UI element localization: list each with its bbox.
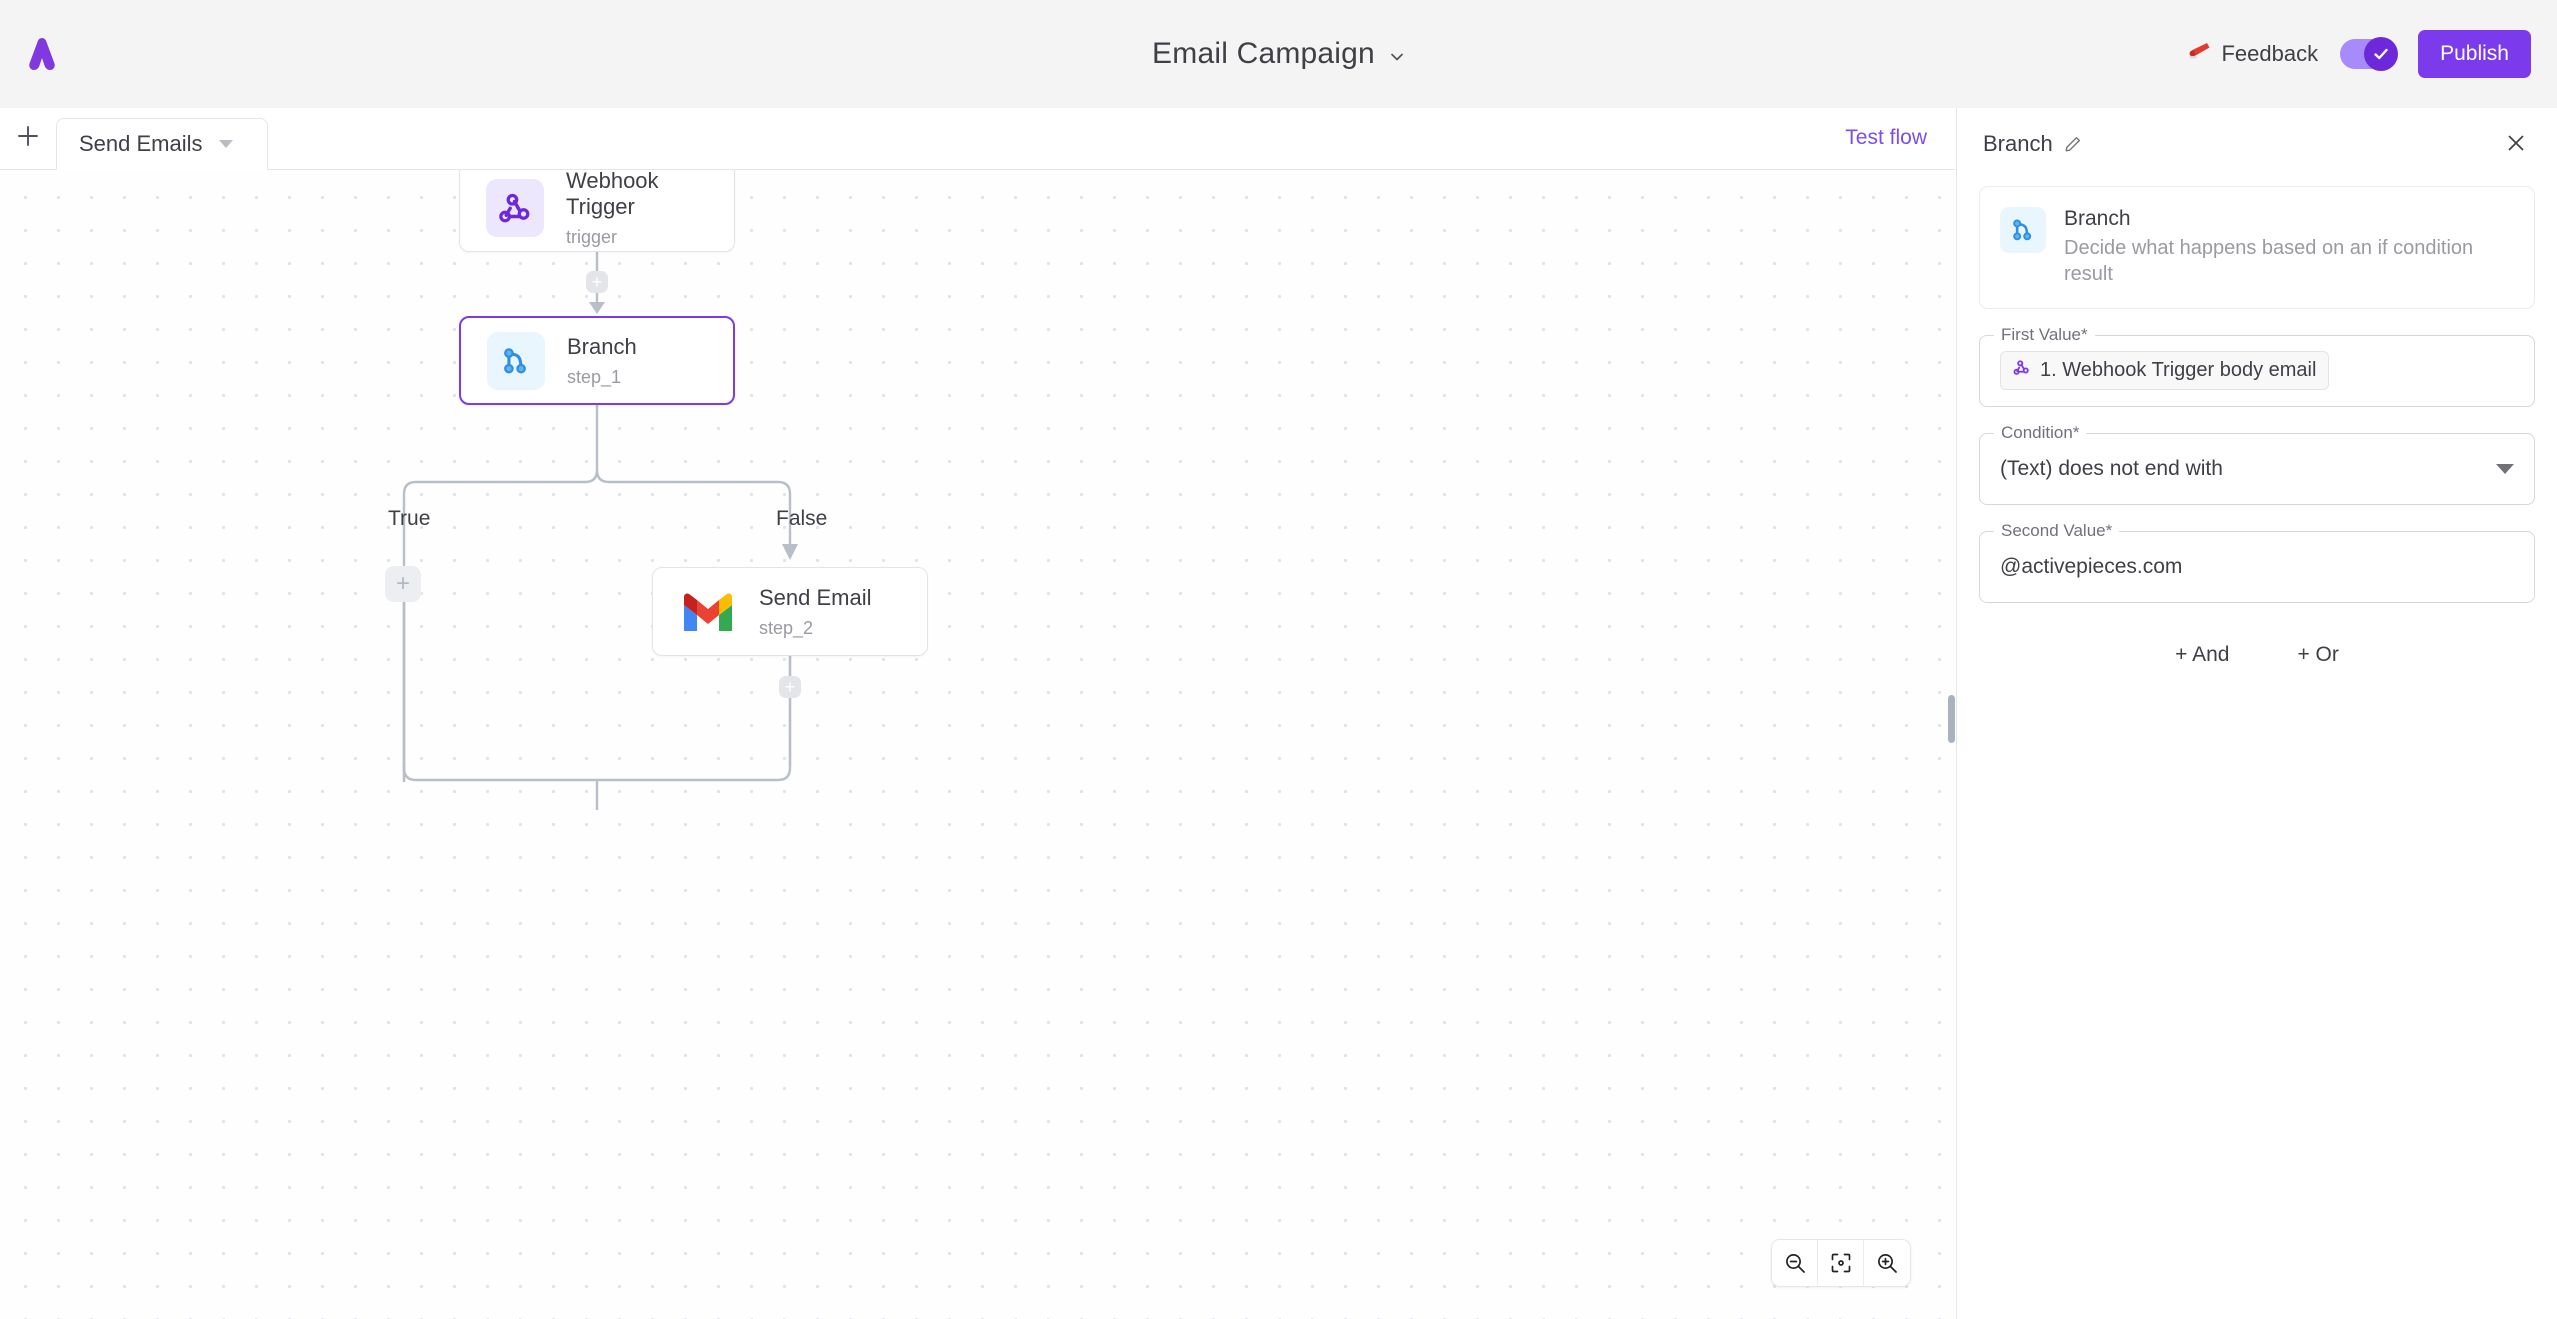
chevron-down-icon[interactable] [1389, 49, 1405, 65]
first-value-chip[interactable]: 1. Webhook Trigger body email [2000, 351, 2330, 391]
add-and-condition-button[interactable]: + And [2165, 637, 2239, 673]
activepieces-logo-icon[interactable] [18, 30, 66, 78]
second-value-label: Second Value* [1994, 520, 2120, 541]
feedback-label: Feedback [2221, 41, 2319, 66]
tab-label: Send Emails [79, 131, 203, 156]
caret-down-icon[interactable] [2496, 463, 2514, 474]
piece-card-texts: Branch Decide what happens based on an i… [2064, 207, 2484, 288]
webhook-icon [2013, 359, 2030, 382]
tab-send-emails[interactable]: Send Emails [56, 118, 268, 170]
second-value-field[interactable]: Second Value* @activepieces.com [1979, 520, 2535, 603]
add-step-button-true-branch[interactable]: + [385, 566, 421, 602]
check-icon [2364, 37, 2399, 71]
first-value-chip-label: 1. Webhook Trigger body email [2040, 359, 2317, 382]
flow-edges [402, 252, 798, 810]
page-title: Email Campaign [1152, 37, 1375, 70]
add-step-button-after-send-email[interactable]: + [779, 676, 801, 698]
fit-to-screen-icon[interactable] [1818, 1240, 1864, 1286]
branch-label-true: True [388, 507, 431, 530]
first-value-field[interactable]: First Value* 1. Webhook Trigger body ema… [1979, 324, 2535, 407]
top-header: Email Campaign Feedback [0, 0, 2557, 108]
test-flow-button[interactable]: Test flow [1845, 126, 1927, 149]
node-texts: Send Email step_2 [759, 585, 872, 639]
condition-value: (Text) does not end with [2000, 456, 2223, 480]
branch-icon [487, 331, 545, 390]
publish-button[interactable]: Publish [2418, 30, 2531, 78]
flow-toolbar: Send Emails Test flow [0, 108, 1955, 170]
close-icon[interactable] [2501, 128, 2531, 158]
piece-description: Decide what happens based on an if condi… [2064, 237, 2474, 286]
node-title: Branch [567, 333, 637, 359]
canvas-zoom-controls [1771, 1239, 1911, 1287]
zoom-out-icon[interactable] [1772, 1240, 1818, 1286]
piece-name: Branch [2064, 207, 2131, 230]
flow-title-group: Email Campaign [0, 0, 2557, 108]
panel-title: Branch [1983, 131, 2053, 156]
webhook-icon [486, 178, 544, 237]
header-actions: Feedback Publish [2187, 0, 2531, 108]
pencil-icon[interactable] [2063, 135, 2082, 154]
add-step-button-after-trigger[interactable]: + [586, 271, 608, 293]
add-or-condition-button[interactable]: + Or [2287, 637, 2348, 673]
node-subtitle: step_2 [759, 617, 814, 638]
condition-label: Condition* [1994, 422, 2087, 443]
flow-node-send-email[interactable]: Send Email step_2 [652, 567, 928, 656]
node-texts: Webhook Trigger trigger [566, 170, 708, 248]
node-title: Webhook Trigger [566, 170, 659, 219]
second-value-input[interactable]: @activepieces.com [2000, 554, 2183, 578]
step-settings-panel: Branch Branch Decide what happens based … [1956, 108, 2557, 1319]
piece-info-card: Branch Decide what happens based on an i… [1979, 186, 2535, 309]
node-subtitle: step_1 [567, 366, 622, 387]
zoom-in-icon[interactable] [1864, 1240, 1910, 1286]
canvas-scrollbar[interactable] [1948, 695, 1955, 743]
branch-label-false: False [776, 507, 828, 530]
flow-canvas[interactable]: Webhook Trigger trigger Branch step_1 [0, 170, 1955, 1319]
add-flow-button[interactable] [0, 107, 56, 169]
panel-header: Branch [1957, 108, 2557, 180]
node-subtitle: trigger [566, 226, 618, 247]
flow-node-webhook-trigger[interactable]: Webhook Trigger trigger [459, 170, 735, 252]
feedback-button[interactable]: Feedback [2187, 39, 2318, 69]
publish-toggle[interactable] [2340, 37, 2399, 71]
first-value-label: First Value* [1994, 324, 2095, 345]
node-texts: Branch step_1 [567, 334, 637, 388]
caret-down-icon[interactable] [218, 140, 233, 148]
branch-icon [2000, 207, 2046, 253]
gmail-icon [679, 583, 737, 641]
node-title: Send Email [759, 584, 872, 610]
logic-buttons: + And + Or [1957, 637, 2557, 673]
flow-node-branch[interactable]: Branch step_1 [459, 316, 735, 405]
megaphone-icon [2187, 39, 2211, 69]
condition-select[interactable]: Condition* (Text) does not end with [1979, 422, 2535, 505]
